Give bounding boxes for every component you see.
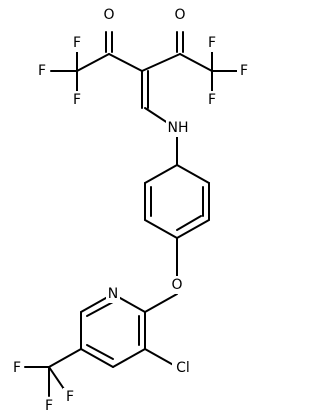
atom-f6: F bbox=[208, 92, 216, 108]
atom-f1: F bbox=[73, 35, 81, 51]
atom-cl: Cl bbox=[176, 360, 190, 376]
atom-f4: F bbox=[208, 35, 216, 51]
structure-canvas: O O F F F F F F NH O N Cl F F F bbox=[10, 6, 251, 415]
atom-labels: O O F F F F F F NH O N Cl F F F bbox=[10, 6, 251, 415]
bonds bbox=[24, 31, 239, 397]
atom-o1: O bbox=[103, 7, 114, 23]
bond bbox=[176, 164, 210, 184]
atom-f8: F bbox=[66, 389, 74, 405]
bond bbox=[48, 348, 82, 368]
bond bbox=[179, 53, 213, 72]
bond bbox=[86, 344, 114, 360]
atom-f5: F bbox=[240, 63, 248, 79]
bond bbox=[112, 348, 146, 368]
bond bbox=[144, 293, 178, 313]
atom-f9: F bbox=[45, 398, 53, 414]
bond bbox=[48, 366, 67, 393]
bond bbox=[108, 53, 143, 72]
structural-formula: O O F F F F F F NH O N Cl F F F bbox=[10, 6, 251, 415]
atom-f3: F bbox=[73, 92, 81, 108]
bond bbox=[144, 164, 178, 184]
atom-o2: O bbox=[174, 7, 185, 23]
bond bbox=[141, 53, 181, 72]
bond bbox=[176, 215, 202, 231]
atom-f7: F bbox=[13, 360, 21, 376]
atom-o3: O bbox=[171, 277, 182, 293]
atom-f2: F bbox=[38, 63, 46, 79]
bond bbox=[80, 348, 114, 368]
bond bbox=[86, 301, 114, 317]
bond bbox=[176, 219, 210, 239]
bond bbox=[144, 348, 178, 368]
bond bbox=[144, 219, 178, 239]
atom-n-pyridine: N bbox=[108, 286, 118, 302]
atom-nh: NH bbox=[168, 120, 189, 136]
bond bbox=[76, 53, 110, 72]
